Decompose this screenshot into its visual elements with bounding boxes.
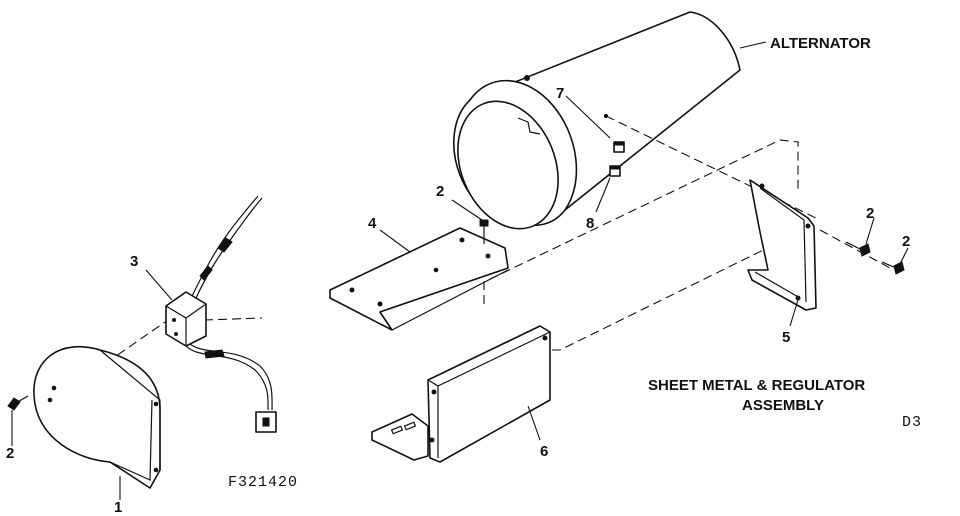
alternator-marker-dot [524,75,530,81]
callout-2-right-a: 2 [866,205,874,222]
callout-2-left: 2 [6,445,14,462]
alternator-label: ALTERNATOR [770,35,871,52]
part-4-cover-plate [329,227,509,331]
part-3-regulator [165,195,277,433]
callout-2-top: 2 [436,183,444,200]
screw-right-b [881,261,905,275]
part-1-end-cover [33,345,161,489]
screw-top [479,219,489,244]
callout-8: 8 [586,215,594,232]
callout-4: 4 [368,215,377,232]
assembly-title-line-2: ASSEMBLY [742,397,824,414]
callout-7: 7 [556,85,564,102]
callout-1: 1 [114,499,122,516]
callout-3: 3 [130,253,138,270]
screw-left [7,395,29,411]
callout-2-right-b: 2 [902,233,910,250]
callout-5: 5 [782,329,790,346]
callout-leaders [11,95,909,500]
part-7-clip [613,141,625,153]
screw-right-a [845,241,871,257]
callout-6: 6 [540,443,548,460]
part-5-bracket [747,179,817,311]
alternator-housing [453,11,767,230]
figure-code: F321420 [228,474,298,491]
assembly-title-line-1: SHEET METAL & REGULATOR [648,377,865,394]
page-code: D3 [902,414,922,431]
alternator-leader [739,41,767,49]
part-6-regulator-box [371,325,551,463]
part-8-clip [609,165,621,177]
